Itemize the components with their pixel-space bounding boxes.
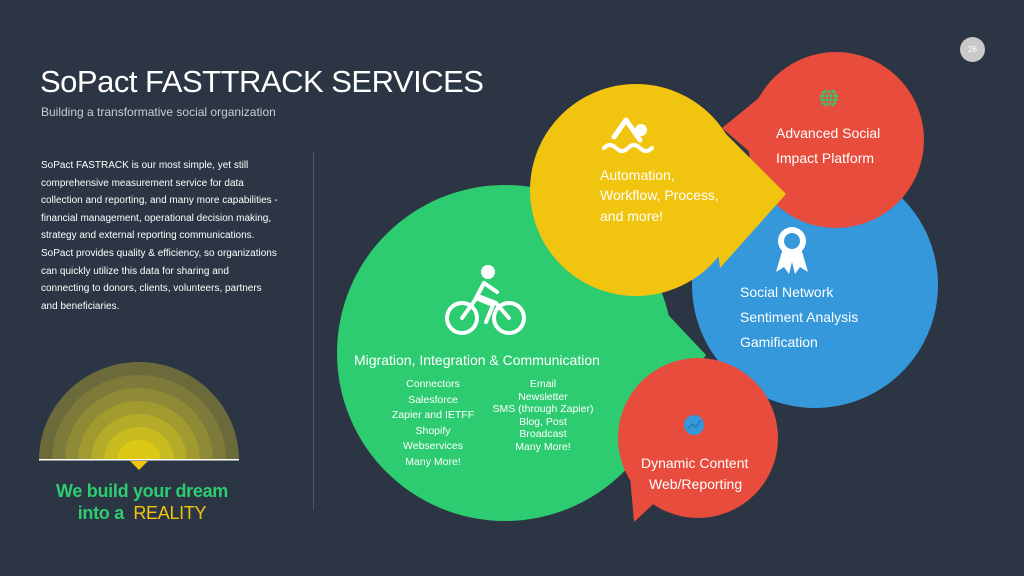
globe-icon [820, 88, 838, 108]
vertical-divider [313, 152, 314, 510]
automation-bubble [530, 84, 786, 296]
advanced-bubble [722, 52, 924, 228]
list-item: Salesforce [408, 393, 458, 406]
dynamic-label-1: Dynamic Content [641, 455, 749, 471]
dynamic-bubble [618, 358, 778, 522]
social-label-2: Sentiment Analysis [740, 309, 859, 325]
tagline-line1: We build your dream [56, 481, 228, 501]
list-item: Zapier and IETFF [391, 409, 475, 421]
page-number: 26 [960, 37, 985, 62]
automation-label-2: Workflow, Process, [600, 187, 719, 203]
list-item: Connectors [406, 378, 460, 390]
description-line: SoPact provides quality & efficiency, so… [41, 247, 277, 259]
social-label-3: Gamification [740, 334, 818, 350]
list-item: Many More! [405, 455, 461, 468]
list-item: Many More! [515, 440, 571, 453]
page-subtitle: Building a transformative social organiz… [41, 105, 276, 119]
description-line: and beneficiaries. [41, 300, 120, 312]
chart-icon [684, 415, 704, 435]
list-item: Email [529, 378, 557, 390]
advanced-label-2: Impact Platform [776, 150, 875, 166]
list-item: Shopify [415, 424, 451, 437]
dynamic-label-2: Web/Reporting [649, 476, 743, 492]
description-line: comprehensive measurement service for da… [41, 177, 244, 189]
list-item: Newsletter [518, 390, 568, 403]
automation-label-3: and more! [600, 208, 664, 224]
migration-list-1: Connectors Salesforce Zapier and IETFF S… [383, 378, 483, 468]
list-item: Broadcast [519, 428, 567, 440]
social-label-1: Social Network [740, 284, 834, 300]
list-item: Blog, Post [519, 415, 567, 428]
page-title: SoPact FASTTRACK SERVICES [40, 64, 484, 99]
description-line: SoPact FASTRACK is our most simple, yet … [41, 160, 249, 171]
migration-title: Migration, Integration & Communication [354, 352, 600, 368]
description-line: collection and reporting, and many more … [41, 195, 278, 207]
description-text: SoPact FASTRACK is our most simple, yet … [41, 157, 301, 315]
advanced-label-1: Advanced Social [776, 125, 881, 141]
tagline-highlight: REALITY [133, 503, 207, 523]
description-line: connecting to donors, clients, volunteer… [41, 283, 262, 295]
tagline: We build your dream into a REALITY [40, 480, 244, 524]
list-item: Webservices [403, 440, 463, 452]
description-line: can quickly utilize this data for sharin… [41, 265, 229, 277]
list-item: SMS (through Zapier) [492, 403, 594, 415]
swimmer-icon [602, 117, 654, 153]
automation-label-1: Automation, [600, 167, 675, 183]
sunrise-graphic [39, 362, 239, 470]
tagline-prefix: into a [77, 503, 125, 523]
cyclist-icon [445, 265, 526, 335]
award-ribbon-icon [776, 227, 808, 274]
migration-list-2: Email Newsletter SMS (through Zapier) Bl… [488, 378, 598, 453]
description-line: strategy and external reporting communic… [41, 230, 255, 242]
description-line: financial management, operational decisi… [41, 212, 272, 224]
tagline-line2: into a REALITY [40, 502, 244, 524]
